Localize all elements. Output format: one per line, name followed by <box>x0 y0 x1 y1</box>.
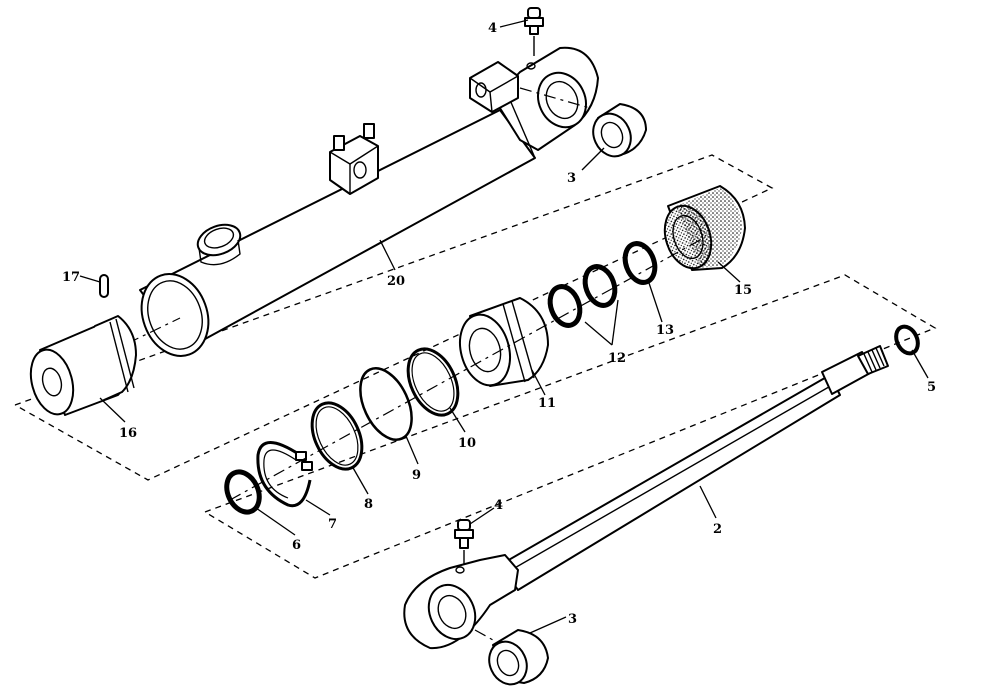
ring-8 <box>310 401 364 471</box>
grease-fitting-bottom <box>454 519 474 565</box>
callout-pin: 17 <box>62 270 80 285</box>
callout-grease-fitting-top: 4 <box>488 21 497 36</box>
gland <box>29 315 137 416</box>
piston-rod <box>403 345 889 650</box>
bushing-bottom <box>488 629 549 686</box>
callout-piston-seal: 15 <box>734 283 752 298</box>
callout-piston: 11 <box>538 396 556 411</box>
grease-fitting-top <box>524 7 544 56</box>
callout-rod-o-ring: 5 <box>927 380 936 395</box>
piston-seal <box>663 185 746 271</box>
ring-12-a <box>582 264 618 308</box>
callout-rod: 2 <box>713 522 722 537</box>
ring-13 <box>622 241 658 285</box>
barrel-centerline <box>59 87 591 377</box>
callout-ring-13: 13 <box>656 323 674 338</box>
cylinder-barrel <box>139 46 599 357</box>
ring-12-b <box>547 284 583 328</box>
callout-bushing-top: 3 <box>567 171 576 186</box>
piston <box>459 297 549 387</box>
kit-centerline <box>229 239 701 501</box>
seal-kit-box-lower <box>204 274 937 579</box>
callout-o-ring-10: 10 <box>458 436 476 451</box>
callout-rings-12: 12 <box>608 351 626 366</box>
callout-bushing-bottom: 3 <box>568 612 577 627</box>
bushing-top <box>592 103 647 158</box>
seal-kit-box-upper <box>14 154 774 481</box>
rod-o-ring <box>894 324 920 356</box>
roll-pin <box>99 274 109 298</box>
callout-grease-fitting-bottom: 4 <box>494 498 503 513</box>
ring-9 <box>359 367 413 441</box>
callout-barrel: 20 <box>387 274 405 289</box>
callout-wiper: 6 <box>292 538 301 553</box>
snap-ring <box>256 441 313 508</box>
callout-snap-ring: 7 <box>328 517 337 532</box>
callout-ring-8: 8 <box>364 497 373 512</box>
callout-ring-9: 9 <box>412 468 421 483</box>
o-ring-10 <box>406 347 460 417</box>
callout-gland: 16 <box>119 426 137 441</box>
leader-lines <box>79 19 929 634</box>
